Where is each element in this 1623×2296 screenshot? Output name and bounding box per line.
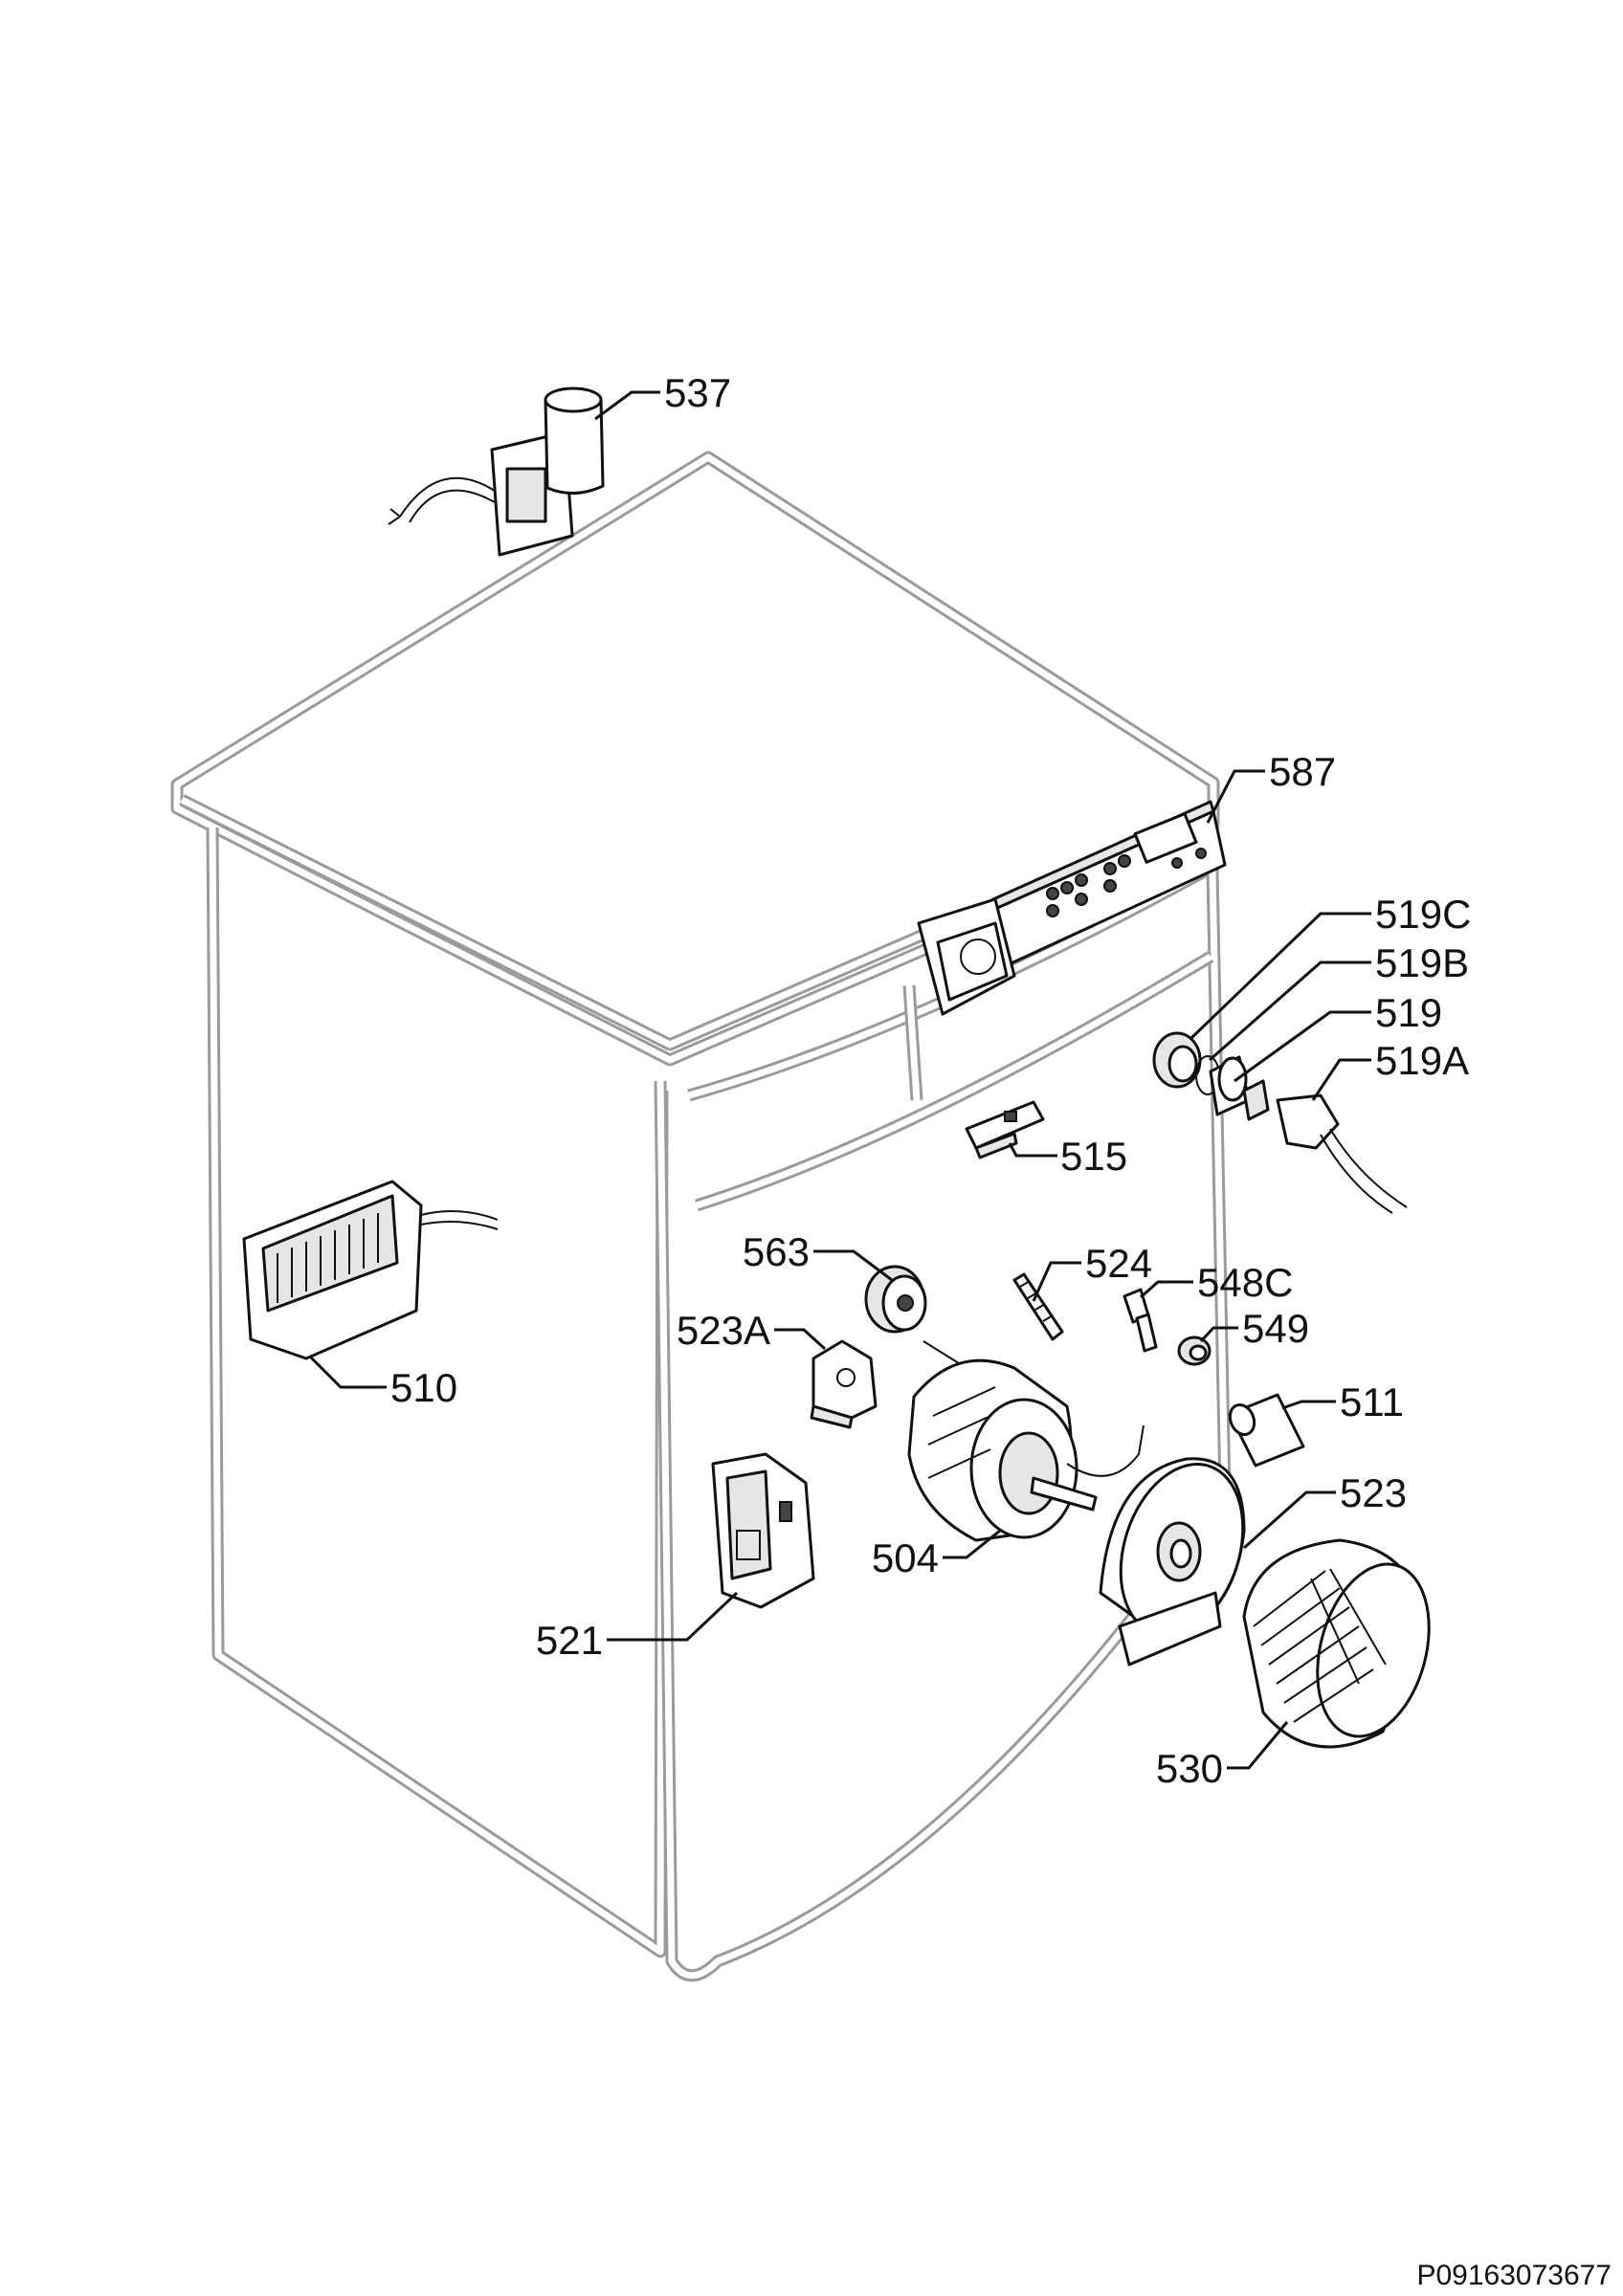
document-code: P09163073677 bbox=[1416, 2260, 1612, 2291]
callout-524: 524 bbox=[1085, 1241, 1152, 1286]
callout-549: 549 bbox=[1242, 1306, 1309, 1351]
callout-587: 587 bbox=[1269, 749, 1336, 794]
callout-511: 511 bbox=[1340, 1380, 1404, 1424]
part-504-motor bbox=[907, 1340, 1145, 1542]
callout-519: 519 bbox=[1375, 990, 1442, 1035]
leader-lines bbox=[308, 390, 1371, 1770]
part-523-fan-housing bbox=[1099, 1457, 1246, 1667]
part-511-capacitor bbox=[1228, 1393, 1305, 1468]
part-587-control-board bbox=[917, 800, 1227, 1016]
callout-530: 530 bbox=[1156, 1746, 1223, 1791]
callout-523: 523 bbox=[1340, 1470, 1407, 1515]
part-515-door-switch bbox=[965, 1100, 1045, 1159]
callout-523A: 523A bbox=[677, 1308, 770, 1353]
part-524-spring bbox=[1012, 1272, 1064, 1341]
callout-519B: 519B bbox=[1375, 940, 1469, 985]
callout-563: 563 bbox=[743, 1229, 810, 1274]
callout-519A: 519A bbox=[1375, 1038, 1469, 1083]
callout-521: 521 bbox=[536, 1618, 603, 1663]
callout-519C: 519C bbox=[1375, 892, 1471, 937]
part-537-interference-filter bbox=[388, 386, 605, 557]
part-521-programmer bbox=[711, 1452, 815, 1609]
callout-504: 504 bbox=[872, 1535, 939, 1580]
part-523A-bracket bbox=[810, 1339, 878, 1429]
part-549-nut bbox=[1177, 1336, 1212, 1366]
part-519-knob-assembly bbox=[1152, 1031, 1408, 1214]
callout-548C: 548C bbox=[1197, 1260, 1293, 1305]
part-548C-screw bbox=[1123, 1288, 1158, 1353]
part-510-heater bbox=[242, 1180, 499, 1360]
part-530-fan-wheel bbox=[1242, 1538, 1431, 1749]
cabinet-outline bbox=[170, 451, 1232, 1982]
callout-labels: 537 587 519C 519B 519 519A 515 563 524 5… bbox=[390, 370, 1471, 1791]
callout-537: 537 bbox=[664, 370, 731, 415]
part-563-pulley bbox=[864, 1265, 927, 1334]
callout-510: 510 bbox=[390, 1365, 457, 1410]
callout-515: 515 bbox=[1060, 1134, 1127, 1179]
